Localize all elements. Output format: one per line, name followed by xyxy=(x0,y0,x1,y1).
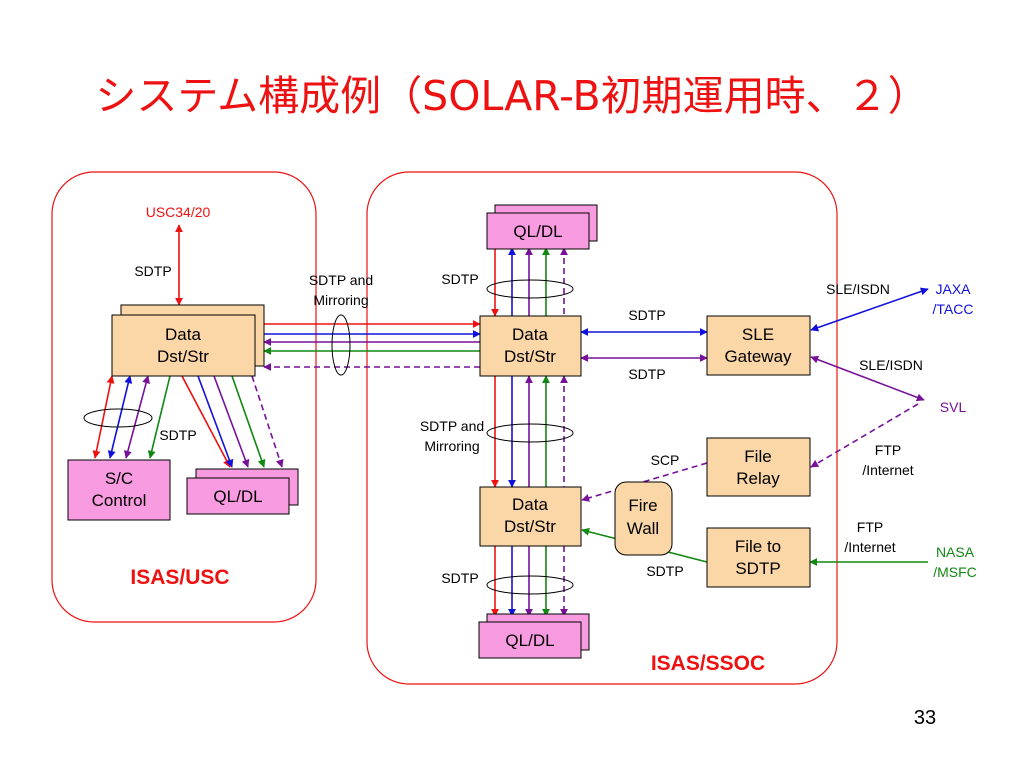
box-ssoc-ql-dl-top: QL/DL xyxy=(486,204,598,250)
box-ssoc-data-top-line2: Dst/Str xyxy=(504,347,556,366)
label-sle-isdn-2: SLE/ISDN xyxy=(859,357,923,373)
box-ssoc-data-dst-str-bottom: Data Dst/Str xyxy=(479,486,582,547)
arrow-gateway-jaxa xyxy=(810,287,929,332)
label-ftp-internet-2b: /Internet xyxy=(844,539,895,555)
ellipse-ssoc-bot xyxy=(486,575,574,595)
box-sle-gateway-line1: SLE xyxy=(742,325,774,344)
label-sdtp-mirroring-left-2: Mirroring xyxy=(313,292,368,308)
label-jaxa-1: JAXA xyxy=(935,281,971,297)
box-ssoc-ql-dl-top-label: QL/DL xyxy=(513,222,562,241)
label-sdtp-usc-bottom: SDTP xyxy=(159,427,196,443)
arrow-usc-data-qldl-red xyxy=(181,375,231,468)
box-fire-wall-line1: Fire xyxy=(628,496,657,515)
arrow-usc-data-qldl-green xyxy=(231,375,266,468)
label-sdtp-gateway-top: SDTP xyxy=(628,307,665,323)
box-sle-gateway-line2: Gateway xyxy=(724,347,792,366)
ellipse-usc-sc xyxy=(83,408,153,428)
label-sdtp-firewall: SDTP xyxy=(646,563,683,579)
box-fire-wall-line2: Wall xyxy=(627,519,659,538)
label-sdtp-ssoc-bottom: SDTP xyxy=(441,570,478,586)
label-sdtp-ssoc-top: SDTP xyxy=(441,271,478,287)
box-usc-data-line1: Data xyxy=(165,325,201,344)
ellipse-ssoc-top xyxy=(486,279,574,299)
label-usc34: USC34/20 xyxy=(146,204,211,220)
box-file-relay-line2: Relay xyxy=(736,469,780,488)
label-nasa-1: NASA xyxy=(936,544,975,560)
ellipse-ssoc-mid xyxy=(486,423,574,443)
arrow-usc-data-qldl-purple-dashed xyxy=(251,375,284,468)
label-sdtp-mirroring-mid-2: Mirroring xyxy=(424,438,479,454)
arrow-usc-data-qldl-blue xyxy=(197,375,234,468)
ellipse-mirror-left xyxy=(331,314,351,376)
box-file-relay-line1: File xyxy=(744,447,771,466)
arrow-usc-data-sc-blue xyxy=(107,375,133,459)
label-nasa-2: /MSFC xyxy=(933,564,977,580)
box-sc-control: S/C Control xyxy=(67,459,171,521)
arrow-svl-filerelay xyxy=(810,403,919,468)
region-isas-ssoc xyxy=(366,171,838,685)
box-sle-gateway: SLE Gateway xyxy=(706,315,811,376)
arrow-usc-data-sc-red xyxy=(92,375,115,459)
box-ssoc-data-bottom-line2: Dst/Str xyxy=(504,517,556,536)
label-ftp-internet-2a: FTP xyxy=(857,519,883,535)
arrow-usc-data-sc-green xyxy=(147,375,171,459)
box-ssoc-ql-dl-bottom: QL/DL xyxy=(478,613,590,659)
box-sc-control-line1: S/C xyxy=(105,469,133,488)
box-file-to-sdtp: File to SDTP xyxy=(706,527,811,588)
label-ftp-internet-1b: /Internet xyxy=(862,462,913,478)
box-fire-wall: Fire Wall xyxy=(614,481,673,556)
label-sdtp-mirroring-left-1: SDTP and xyxy=(309,272,373,288)
box-usc-data-dst-str: Data Dst/Str xyxy=(111,304,265,377)
region-label-usc: ISAS/USC xyxy=(130,566,229,589)
label-jaxa-2: /TACC xyxy=(933,301,974,317)
box-file-relay: File Relay xyxy=(706,437,811,497)
label-sdtp-mirroring-mid-1: SDTP and xyxy=(420,418,484,434)
slide-title: システム構成例（SOLAR-B初期運用時、２） xyxy=(95,72,929,120)
label-sdtp-usc-top: SDTP xyxy=(134,263,171,279)
label-svl: SVL xyxy=(940,399,967,415)
box-file-to-sdtp-line1: File to xyxy=(735,537,781,556)
box-ssoc-data-dst-str-top: Data Dst/Str xyxy=(479,315,582,377)
box-file-to-sdtp-line2: SDTP xyxy=(735,559,780,578)
box-ssoc-ql-dl-bottom-label: QL/DL xyxy=(505,631,554,650)
label-ftp-internet-1a: FTP xyxy=(875,442,901,458)
page-number: 33 xyxy=(913,707,937,729)
box-ssoc-data-top-line1: Data xyxy=(512,325,548,344)
arrow-usc-data-qldl-purple xyxy=(213,375,250,468)
arrow-usc-data-sc-purple xyxy=(124,375,150,459)
region-label-ssoc: ISAS/SSOC xyxy=(651,652,765,675)
label-scp: SCP xyxy=(651,452,680,468)
label-sle-isdn-1: SLE/ISDN xyxy=(826,281,890,297)
box-sc-control-line2: Control xyxy=(92,491,147,510)
box-usc-data-line2: Dst/Str xyxy=(157,347,209,366)
box-usc-ql-dl: QL/DL xyxy=(186,468,299,515)
box-ssoc-data-bottom-line1: Data xyxy=(512,495,548,514)
arrow-gateway-svl xyxy=(810,355,925,402)
region-isas-usc xyxy=(51,171,317,623)
label-sdtp-gateway-bottom: SDTP xyxy=(628,366,665,382)
box-usc-ql-dl-label: QL/DL xyxy=(213,487,262,506)
